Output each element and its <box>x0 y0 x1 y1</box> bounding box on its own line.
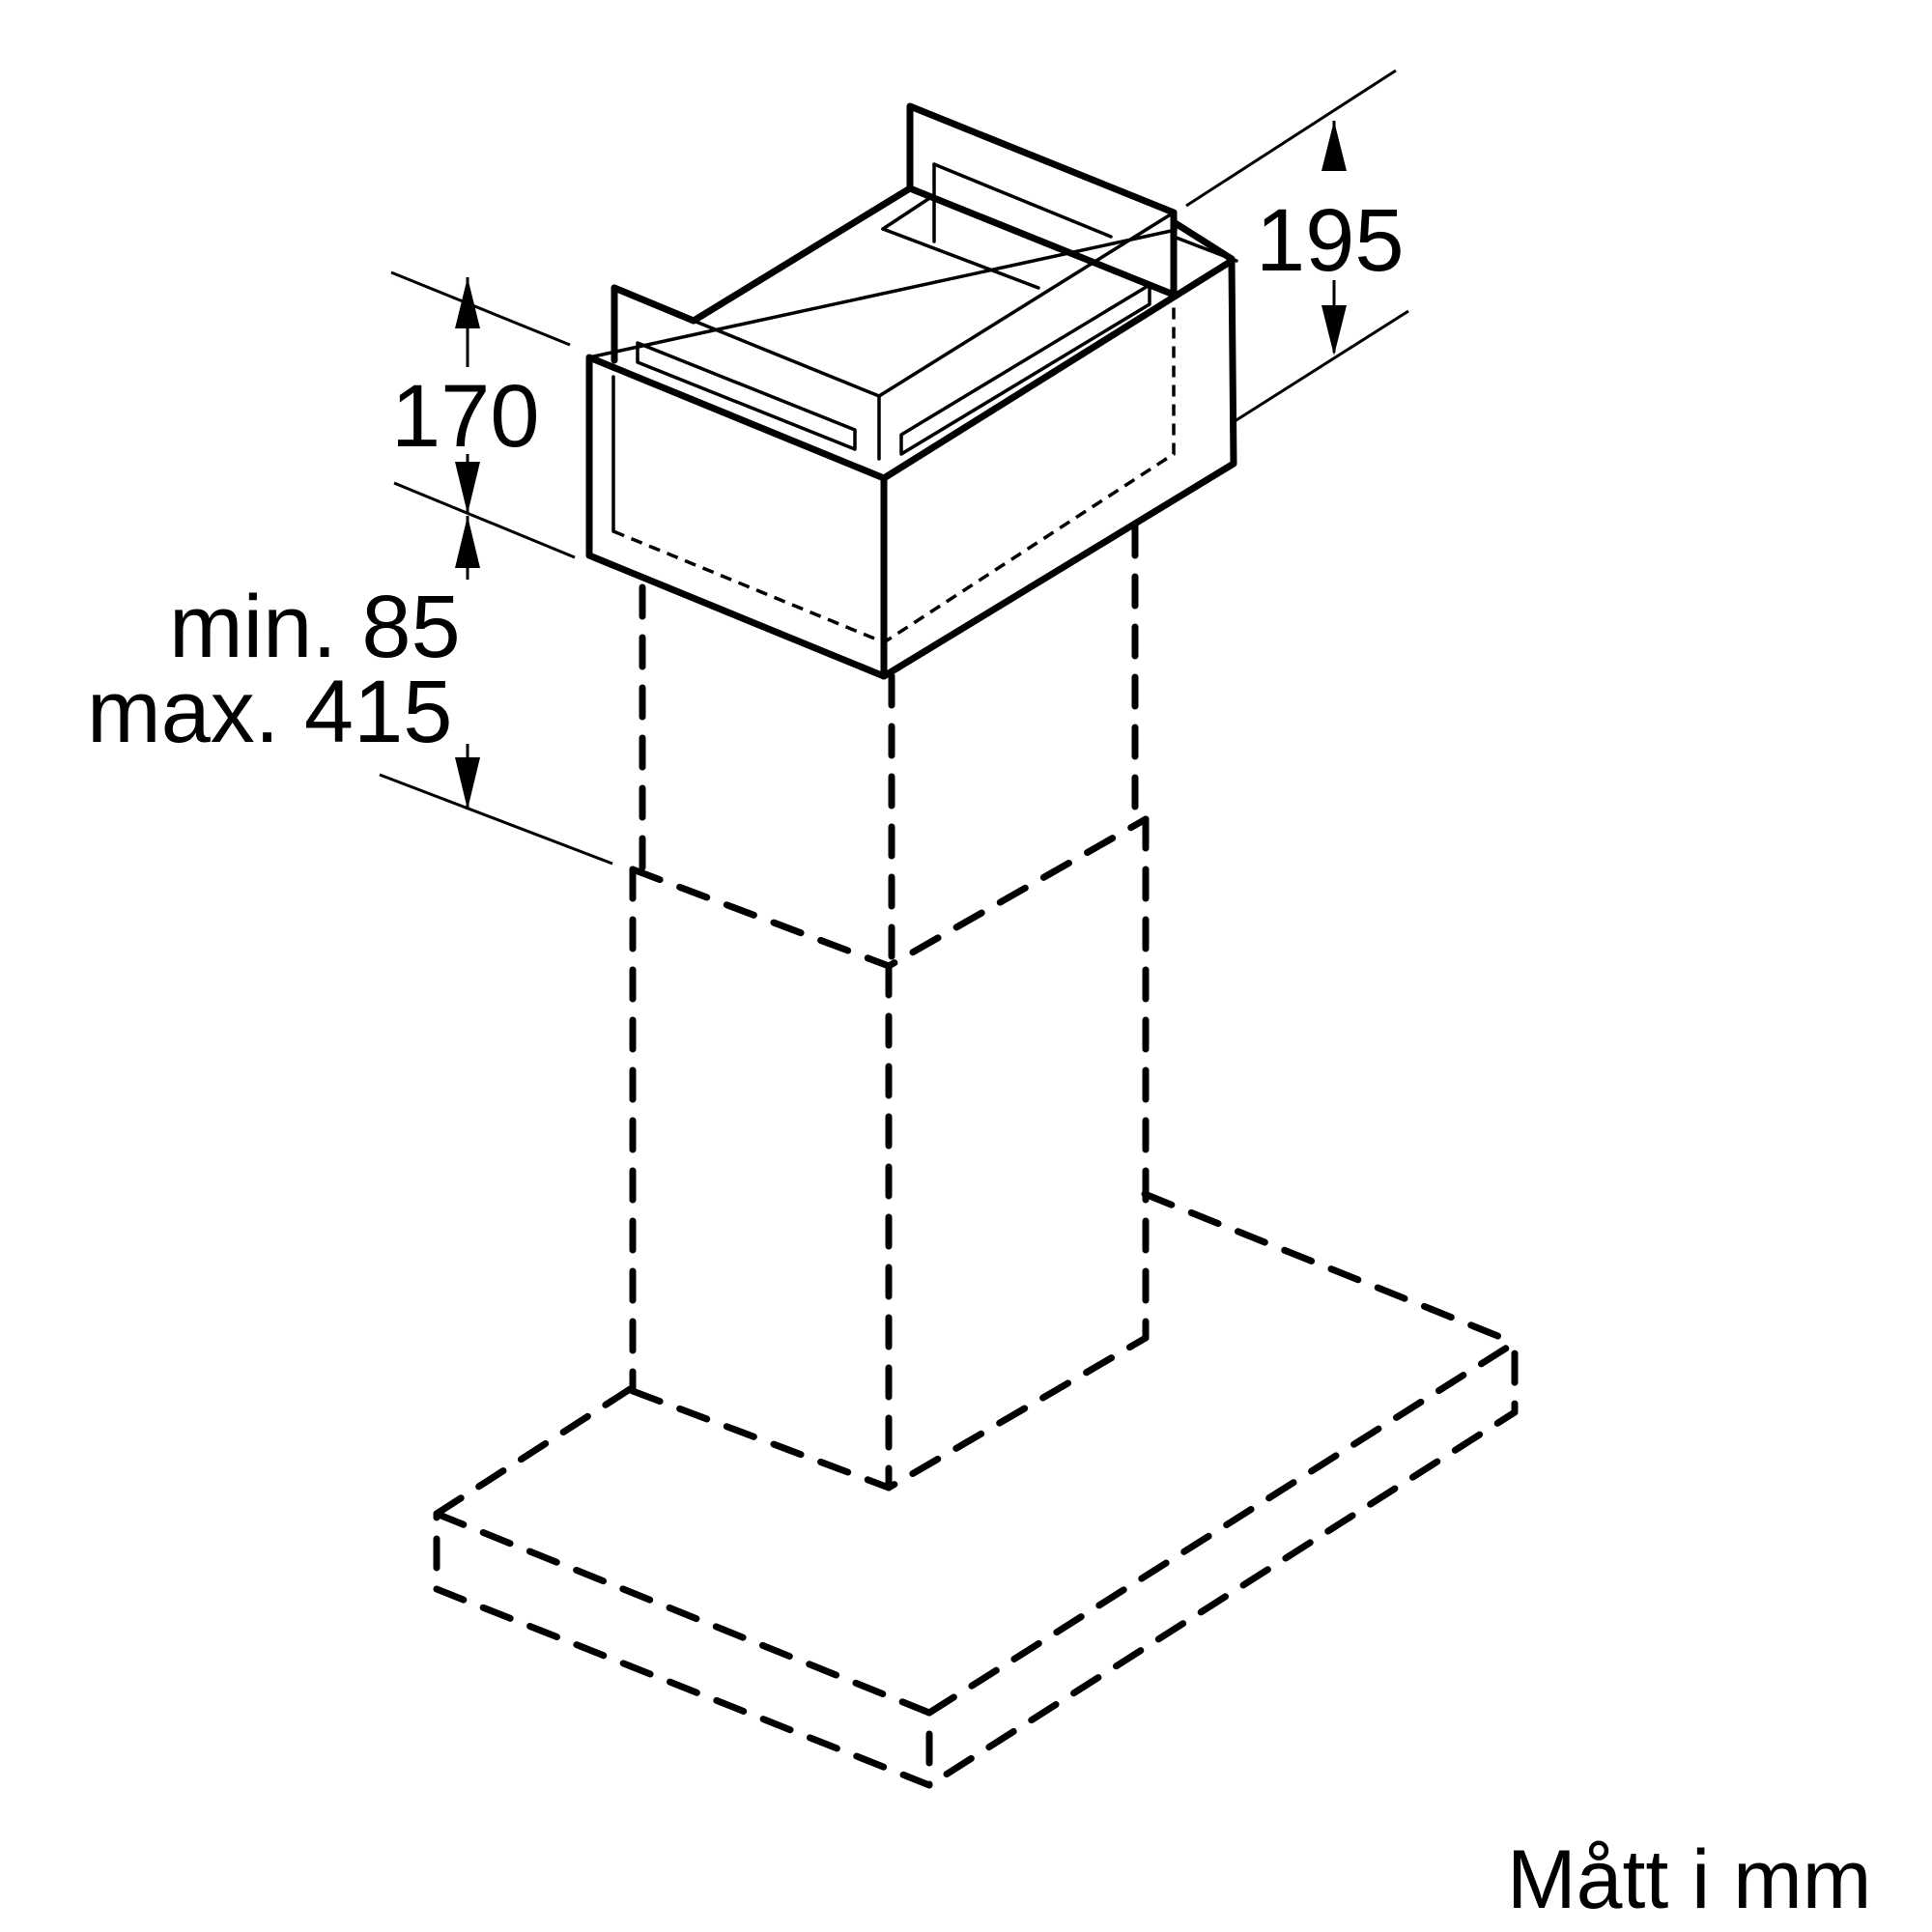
ceiling-module <box>585 102 1238 680</box>
extension-lines <box>379 69 1409 866</box>
units-note: Mått i mm <box>1507 1833 1871 1926</box>
label-max: max. 415 <box>87 663 452 761</box>
label-min: min. 85 <box>169 578 461 676</box>
dimension-gap: min. 85 max. 415 <box>87 516 480 810</box>
label-170: 170 <box>391 367 540 466</box>
label-195: 195 <box>1256 191 1405 290</box>
dimension-195: 195 <box>1256 121 1405 355</box>
dimension-170: 170 <box>391 277 540 514</box>
chimney-outline <box>629 523 1150 1492</box>
hood-outline <box>433 1190 1519 1789</box>
